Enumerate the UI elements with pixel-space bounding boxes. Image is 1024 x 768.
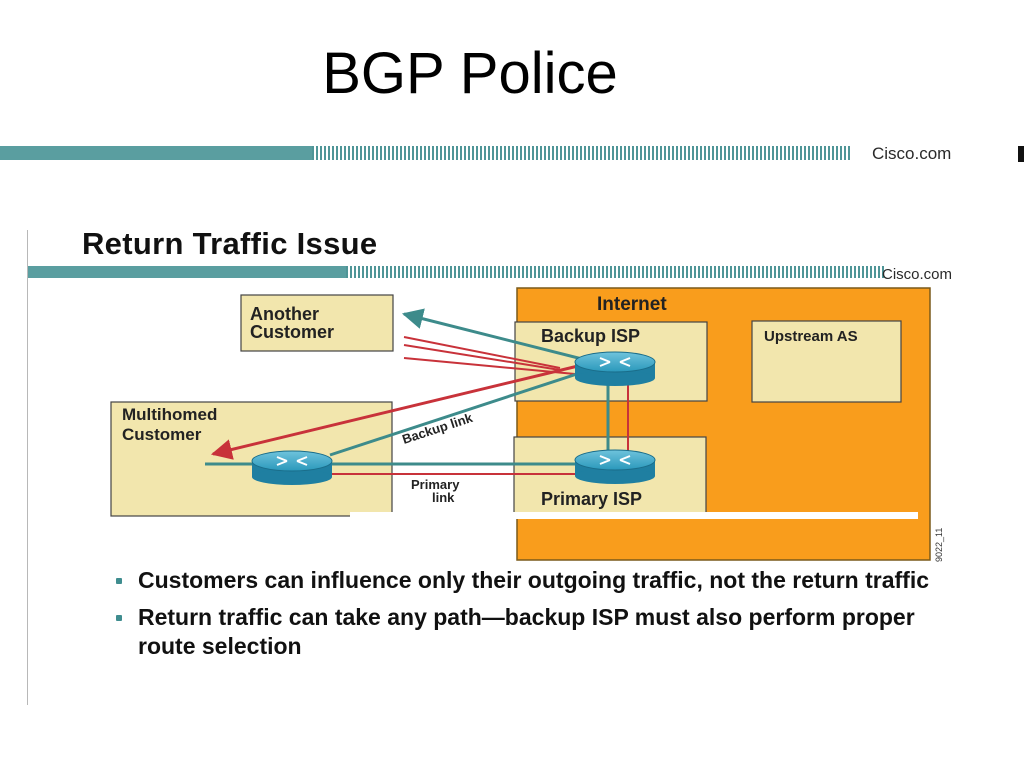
bullet-text: Return traffic can take any path—backup … bbox=[138, 604, 915, 659]
image-mask-gap bbox=[452, 512, 512, 520]
primary-isp-router-icon bbox=[574, 449, 656, 484]
bullet-item: Return traffic can take any path—backup … bbox=[110, 603, 970, 661]
another-customer-box bbox=[240, 294, 394, 352]
backup-isp-label: Backup ISP bbox=[541, 326, 640, 346]
panel-left-rule bbox=[27, 230, 28, 705]
red-link-to-another-customer-1 bbox=[403, 336, 561, 369]
backup-isp-router-icon bbox=[574, 351, 656, 386]
header-band bbox=[0, 146, 1024, 160]
bullet-icon bbox=[116, 578, 122, 584]
another-customer-label-1: Another bbox=[250, 304, 319, 324]
primary-link-label-2: link bbox=[432, 490, 455, 505]
bullet-item: Customers can influence only their outgo… bbox=[110, 566, 970, 595]
multihomed-label-2: Customer bbox=[122, 425, 202, 444]
primary-isp-label: Primary ISP bbox=[541, 489, 642, 509]
upstream-as-box bbox=[751, 320, 902, 403]
figure-id: 9022_11 bbox=[934, 528, 944, 562]
red-link-to-another-customer-2 bbox=[403, 344, 561, 371]
multihomed-label-1: Multihomed bbox=[122, 405, 217, 424]
bullet-list: Customers can influence only their outgo… bbox=[110, 566, 970, 669]
panel-title: Return Traffic Issue bbox=[82, 226, 378, 261]
another-customer-label-2: Customer bbox=[250, 322, 334, 342]
image-mask bbox=[350, 512, 918, 519]
upstream-as-label: Upstream AS bbox=[764, 328, 858, 345]
backup-link-red bbox=[210, 364, 579, 460]
backup-link-label: Backup link bbox=[400, 410, 475, 447]
panel-band bbox=[28, 266, 1024, 278]
primary-link-label-1: Primary bbox=[411, 477, 460, 492]
multihomed-router-icon bbox=[251, 450, 333, 485]
slide-title: BGP Police bbox=[322, 41, 618, 106]
band-end-mark bbox=[1018, 146, 1024, 162]
internet-label: Internet bbox=[597, 294, 667, 315]
backup-link-teal bbox=[329, 370, 584, 457]
bullet-text: Customers can influence only their outgo… bbox=[138, 567, 930, 593]
teal-link-to-another-customer bbox=[401, 308, 607, 367]
red-link-fan-3 bbox=[403, 357, 576, 375]
bullet-icon bbox=[116, 615, 122, 621]
panel-brand: Cisco.com bbox=[882, 266, 953, 283]
slide-brand: Cisco.com bbox=[872, 144, 952, 163]
